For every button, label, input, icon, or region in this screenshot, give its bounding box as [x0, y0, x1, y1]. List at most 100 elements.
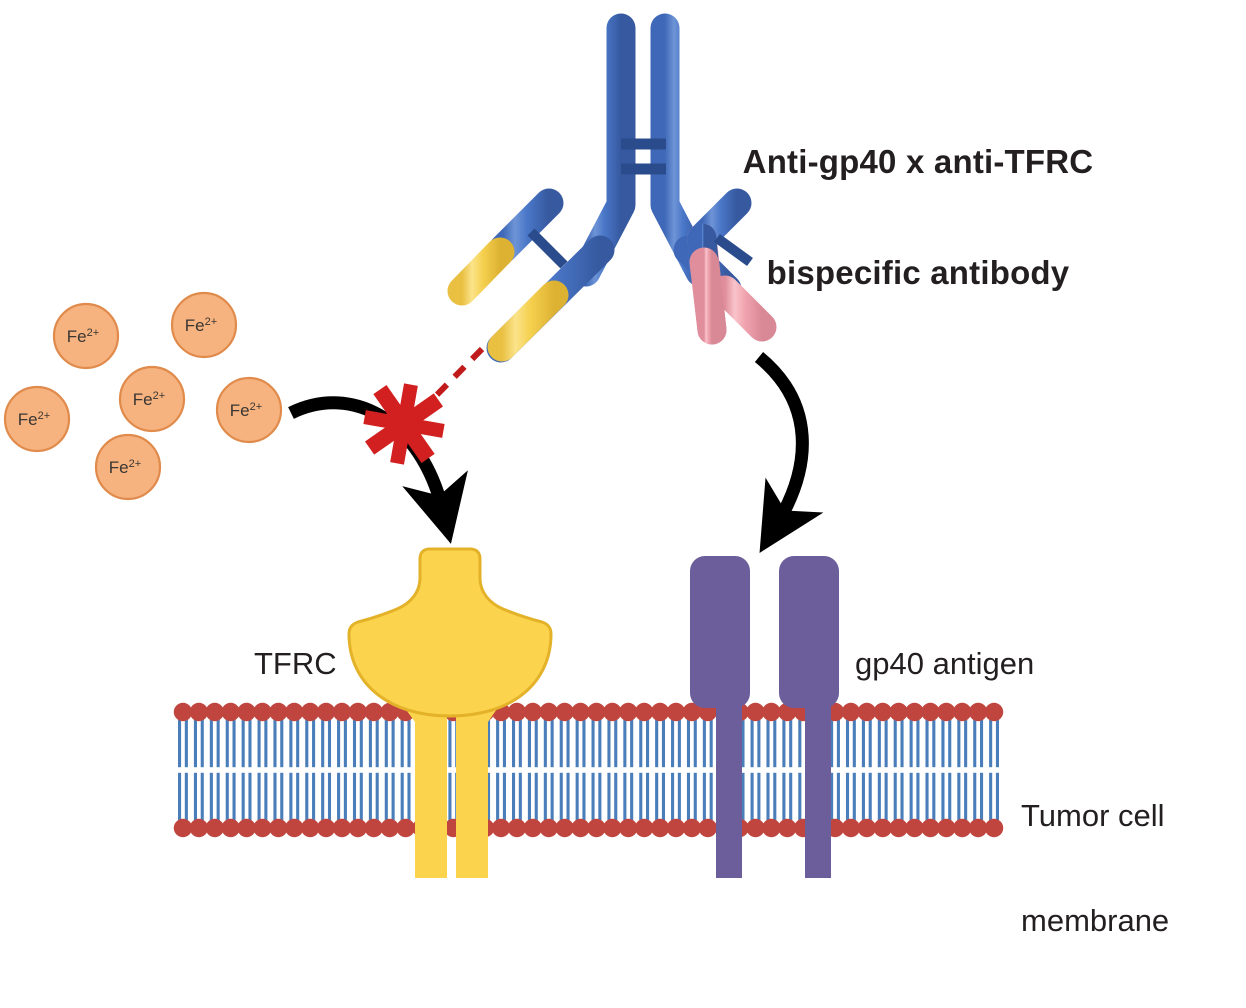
lipid-head: [316, 702, 336, 722]
lipid-head: [285, 702, 304, 722]
gp40-label: gp40 antigen: [855, 646, 1035, 681]
lipid-head: [364, 818, 383, 838]
lipid-head: [555, 702, 574, 722]
lipid-head: [571, 818, 590, 838]
title-line-2: bispecific antibody: [766, 253, 1070, 291]
lipid-head: [205, 702, 224, 722]
lipid-head: [873, 702, 892, 722]
lipid-head: [555, 818, 574, 838]
lipid-head: [587, 818, 606, 838]
lipid-head: [682, 702, 702, 722]
gp40-binding-arrow: [754, 351, 824, 553]
lipid-head: [841, 818, 861, 838]
lipid-bilayer: [173, 702, 1004, 838]
lipid-head: [698, 818, 717, 838]
lipid-head: [634, 818, 654, 838]
fe-ion: [118, 365, 186, 433]
membrane-line-2: membrane: [1021, 902, 1170, 938]
lipid-head: [539, 702, 558, 722]
lipid-head: [857, 818, 877, 838]
lipid-head: [507, 818, 527, 838]
lipid-head: [380, 702, 399, 722]
lipid-head: [619, 818, 638, 838]
lipid-head: [953, 702, 972, 722]
bispecific-antibody[interactable]: [447, 13, 777, 363]
diagram-svg: Fe2+Fe2+Fe2+Fe2+Fe2+Fe2+: [3, 13, 1004, 878]
lipid-head: [364, 702, 383, 722]
lipid-head: [189, 702, 209, 722]
fe-ion: [94, 433, 162, 501]
page-title: Anti-gp40 x anti-TFRC bispecific antibod…: [688, 70, 1148, 366]
lipid-head: [905, 702, 924, 722]
lipid-head: [921, 702, 940, 722]
lipid-head: [253, 702, 272, 722]
title-line-1: Anti-gp40 x anti-TFRC: [742, 142, 1094, 180]
lipid-head: [746, 818, 765, 838]
lipid-head: [253, 818, 272, 838]
membrane-line-1: Tumor cell: [1021, 798, 1165, 834]
lipid-head: [603, 702, 622, 722]
lipid-head: [269, 702, 288, 722]
lipid-head: [968, 818, 988, 838]
lipid-head: [905, 818, 924, 838]
lipid-head: [173, 818, 193, 838]
lipid-head: [300, 818, 320, 838]
diagram-canvas: Fe2+Fe2+Fe2+Fe2+Fe2+Fe2+ Anti-gp40 x ant…: [3, 13, 1169, 937]
lipid-head: [237, 702, 256, 722]
lipid-head: [953, 818, 972, 838]
lipid-head: [762, 702, 781, 722]
lipid-head: [937, 702, 956, 722]
lipid-head: [682, 818, 702, 838]
tfrc-receptor[interactable]: [347, 547, 553, 878]
lipid-head: [507, 702, 527, 722]
lipid-head: [269, 818, 288, 838]
lipid-head: [539, 818, 558, 838]
blocking-x-marker: [363, 383, 445, 465]
lipid-head: [984, 818, 1004, 838]
lipid-head: [285, 818, 304, 838]
lipid-head: [666, 702, 686, 722]
lipid-head: [332, 818, 352, 838]
fe-ion: [52, 302, 120, 370]
lipid-head: [841, 702, 861, 722]
lipid-head: [523, 818, 543, 838]
lipid-head: [348, 702, 368, 722]
lipid-head: [205, 818, 224, 838]
lipid-head: [221, 818, 240, 838]
lipid-head: [746, 702, 765, 722]
lipid-head: [889, 818, 908, 838]
lipid-head: [968, 702, 988, 722]
lipid-head: [237, 818, 256, 838]
lipid-head: [619, 702, 638, 722]
membrane-label: Tumor cell membrane: [1021, 730, 1169, 1008]
lipid-head: [650, 702, 670, 722]
lipid-head: [380, 818, 399, 838]
lipid-head: [857, 702, 877, 722]
fe-ion: [3, 385, 71, 453]
lipid-head: [316, 818, 336, 838]
lipid-head: [937, 818, 956, 838]
lipid-head: [873, 818, 892, 838]
lipid-head: [348, 818, 368, 838]
fe-ion: [170, 291, 238, 359]
lipid-head: [221, 702, 240, 722]
lipid-head: [571, 702, 590, 722]
lipid-head: [491, 818, 511, 838]
lipid-head: [921, 818, 940, 838]
lipid-head: [173, 702, 193, 722]
lipid-head: [587, 702, 606, 722]
lipid-head: [523, 702, 543, 722]
lipid-head: [666, 818, 686, 838]
tfrc-label: TFRC: [254, 646, 337, 681]
lipid-head: [889, 702, 908, 722]
lipid-head: [332, 702, 352, 722]
gp40-antigen[interactable]: [690, 556, 839, 878]
lipid-head: [603, 818, 622, 838]
fe-ion: [215, 376, 283, 444]
lipid-head: [300, 702, 320, 722]
lipid-head: [984, 702, 1004, 722]
lipid-head: [778, 818, 797, 838]
lipid-head: [634, 702, 654, 722]
lipid-head: [396, 818, 415, 838]
fe-ion-group: Fe2+Fe2+Fe2+Fe2+Fe2+Fe2+: [3, 291, 283, 501]
